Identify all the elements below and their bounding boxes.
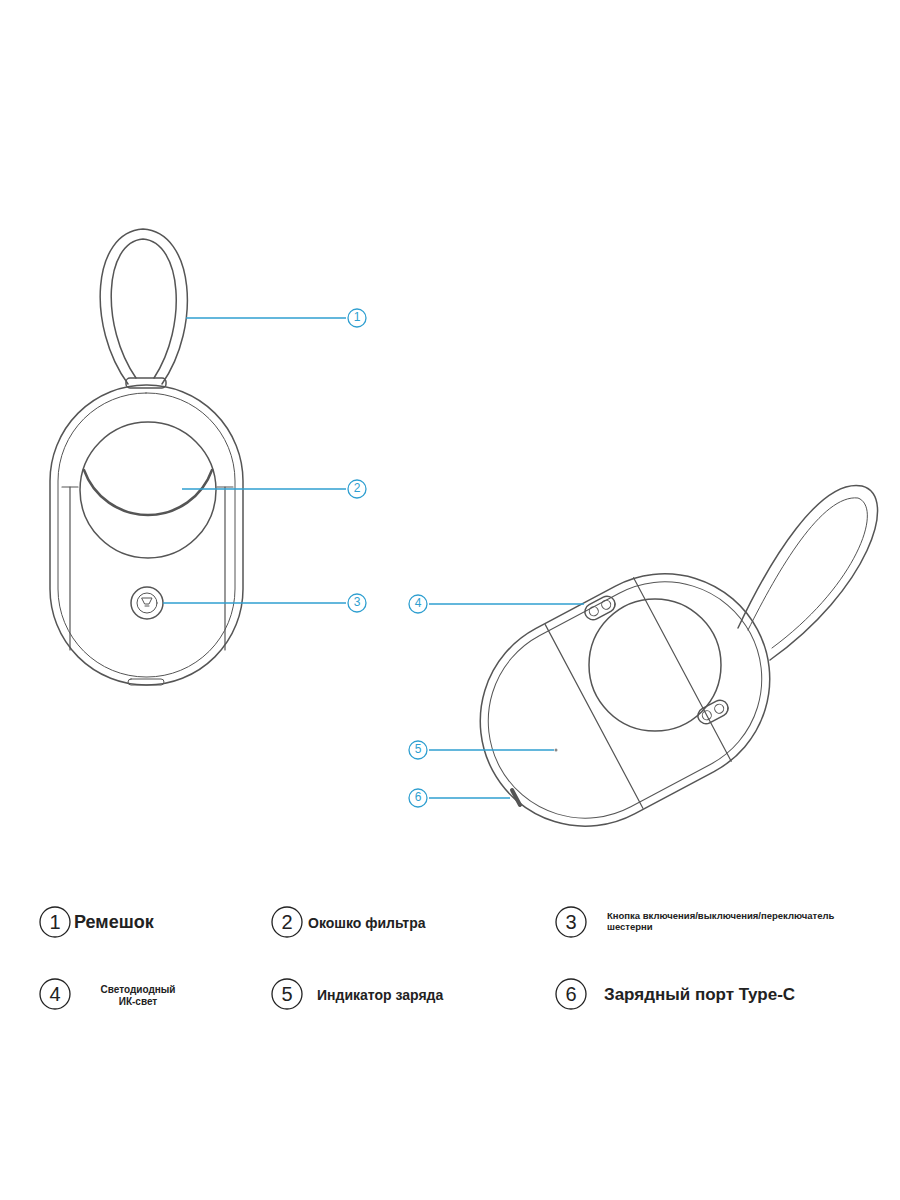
led-dot (701, 709, 713, 721)
charge-indicator (555, 749, 558, 752)
bottom-port (128, 679, 164, 685)
leader-line (163, 602, 346, 603)
button-icon (142, 598, 152, 606)
legend-number: 1 (49, 911, 60, 934)
legend-number: 3 (565, 911, 576, 934)
callout-circle (348, 594, 366, 612)
power-button-inner (137, 593, 157, 613)
callout-number: 4 (415, 597, 422, 611)
legend-text: Зарядный порт Type-C (604, 985, 795, 1005)
leader-line (186, 317, 346, 318)
device-body (443, 537, 806, 863)
ir-led (695, 697, 731, 726)
legend-text: Кнопка включения/выключения/переключател… (607, 911, 869, 933)
leader-line (429, 603, 584, 604)
filter-shadow (84, 470, 212, 515)
leader-line (429, 749, 554, 750)
strap-inner (748, 498, 867, 648)
device-rim (454, 548, 796, 853)
legend-text: Ремешок (74, 912, 154, 933)
legend-circle (40, 907, 70, 937)
strap (100, 229, 187, 384)
led-dot (600, 599, 612, 611)
callout-circle (409, 741, 427, 759)
callout-number: 2 (354, 482, 361, 496)
callout-number: 6 (415, 791, 422, 805)
strap-inner (111, 239, 176, 378)
legend-text: Светодиодный ИК-свет (92, 984, 184, 1007)
callout-number: 1 (354, 311, 361, 325)
legend-number: 2 (281, 911, 292, 934)
callout-circle (409, 789, 427, 807)
clip-band (70, 487, 225, 650)
legend-number: 6 (565, 983, 576, 1006)
clip-band (545, 578, 731, 809)
callout-circle (348, 309, 366, 327)
leader-line (182, 488, 346, 489)
led-dot (713, 703, 725, 715)
ir-led (582, 593, 618, 622)
device-rim (58, 393, 235, 677)
legend-number: 4 (49, 983, 60, 1006)
callout-number: 3 (354, 596, 361, 610)
callout-number: 5 (415, 743, 422, 757)
leader-line (429, 797, 510, 798)
legend-text: Индикатор заряда (317, 987, 443, 1003)
callout-circle (409, 595, 427, 613)
legend-circle (40, 979, 70, 1009)
legend-number: 5 (281, 983, 292, 1006)
power-button (131, 587, 163, 619)
legend-circle (272, 907, 302, 937)
filter-window-back (589, 599, 721, 731)
legend-circle (556, 979, 586, 1009)
legend-circle (556, 907, 586, 937)
filter-window (80, 422, 216, 558)
usb-c-port (512, 790, 520, 805)
device-body (50, 385, 243, 685)
legend-circle (272, 979, 302, 1009)
led-dot (588, 605, 600, 617)
clip-band-end (62, 486, 233, 487)
callout-circle (348, 480, 366, 498)
legend-text: Окошко фильтра (308, 915, 426, 931)
